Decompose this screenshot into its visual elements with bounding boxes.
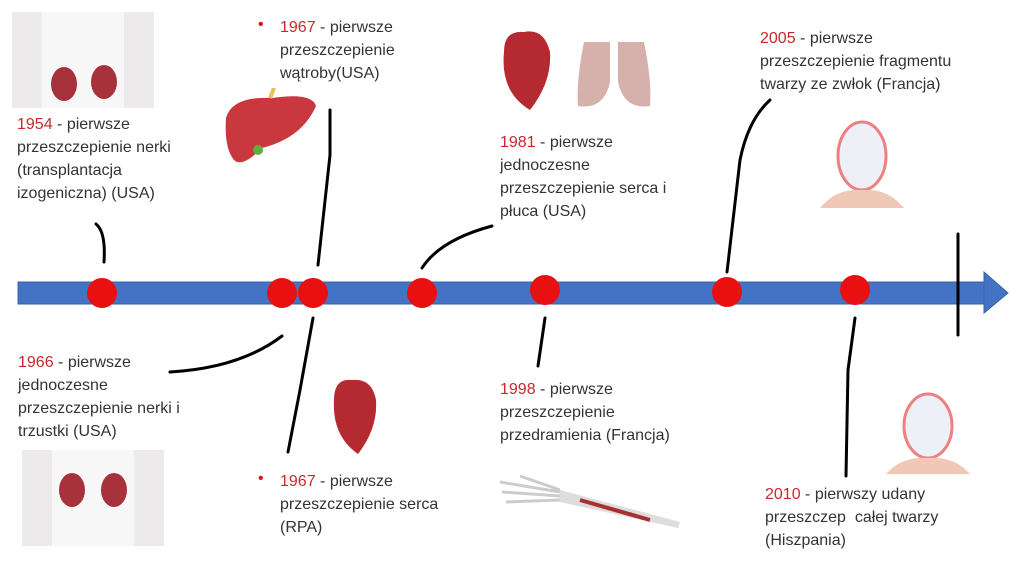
connector-1967-liver: [316, 108, 332, 267]
event-year: 2005: [760, 30, 796, 47]
event-1954: 1954 - pierwsze przeszczepienie nerki (t…: [17, 113, 171, 205]
face-mask-image-2005: [820, 120, 904, 208]
connector-lines: [94, 98, 960, 478]
marker-1981: [407, 278, 437, 308]
timeline-arrow: [17, 270, 1009, 315]
kidney-pancreas-image: [22, 450, 164, 546]
event-year: 2010: [765, 486, 801, 503]
marker-1954: [87, 278, 117, 308]
marker-1967: [298, 278, 328, 308]
heart-image: [333, 379, 377, 454]
event-1998: 1998 - pierwsze przeszczepienie przedram…: [500, 378, 670, 447]
event-title: - pierwsze: [795, 30, 873, 47]
event-line: przeszczepienie nerki: [17, 139, 171, 156]
event-line: izogeniczna) (USA): [17, 185, 155, 202]
event-line: przeszczepienie nerki i: [18, 400, 180, 417]
event-line: przeszczepienie fragmentu: [760, 53, 952, 70]
event-title: - pierwsze: [52, 116, 130, 133]
event-1981: 1981 - pierwsze jednoczesne przeszczepie…: [500, 131, 666, 223]
event-title: - pierwsze: [315, 473, 393, 490]
face-mask-image-2010: [886, 392, 970, 474]
marker-1998: [530, 275, 560, 305]
event-year: 1966: [18, 354, 54, 371]
event-line: trzustki (USA): [18, 423, 117, 440]
kidney-image: [12, 12, 154, 108]
event-1967-heart: 1967 - pierwsze przeszczepienie serca (R…: [280, 470, 438, 539]
event-line: (Hiszpania): [765, 532, 846, 549]
event-year: 1967: [280, 473, 316, 490]
bullet: •: [258, 470, 264, 487]
event-line: przeszczep całej twarzy: [765, 509, 939, 526]
event-2005: 2005 - pierwsze przeszczepienie fragment…: [760, 27, 951, 96]
event-line: przeszczepienie serca i: [500, 180, 667, 197]
event-year: 1981: [500, 134, 536, 151]
event-title: - pierwsze: [535, 381, 613, 398]
event-line: (RPA): [280, 519, 323, 536]
marker-2010: [840, 275, 870, 305]
event-line: przeszczepienie: [280, 42, 395, 59]
event-line: wątroby(USA): [280, 65, 380, 82]
connector-1967-heart: [286, 316, 315, 454]
event-line: przedramienia (Francja): [500, 427, 670, 444]
event-1967-liver: 1967 - pierwsze przeszczepienie wątroby(…: [280, 16, 395, 85]
event-title: - pierwszy udany: [800, 486, 926, 503]
event-markers: [87, 275, 870, 308]
liver-image: [225, 88, 316, 163]
heart-lungs-image: [503, 31, 651, 110]
connector-2005: [725, 98, 772, 274]
event-1966: 1966 - pierwsze jednoczesne przeszczepie…: [18, 351, 180, 443]
event-line: przeszczepienie: [500, 404, 615, 421]
event-line: (transplantacja: [17, 162, 122, 179]
event-line: jednoczesne: [500, 157, 590, 174]
forearm-image: [500, 474, 680, 528]
event-title: - pierwsze: [535, 134, 613, 151]
connector-1966: [168, 334, 284, 374]
event-title: - pierwsze: [315, 19, 393, 36]
event-year: 1954: [17, 116, 53, 133]
connector-2010: [844, 316, 857, 478]
event-line: jednoczesne: [18, 377, 108, 394]
event-line: przeszczepienie serca: [280, 496, 439, 513]
connector-1954: [94, 222, 106, 264]
event-line: płuca (USA): [500, 203, 587, 220]
connector-1981: [420, 224, 494, 270]
event-year: 1998: [500, 381, 536, 398]
event-year: 1967: [280, 19, 316, 36]
event-title: - pierwsze: [53, 354, 131, 371]
bullet: •: [258, 16, 264, 33]
marker-1966: [267, 278, 297, 308]
connector-1998: [536, 316, 547, 368]
marker-2005: [712, 277, 742, 307]
event-line: twarzy ze zwłok (Francja): [760, 76, 941, 93]
event-2010: 2010 - pierwszy udany przeszczep całej t…: [765, 483, 938, 552]
